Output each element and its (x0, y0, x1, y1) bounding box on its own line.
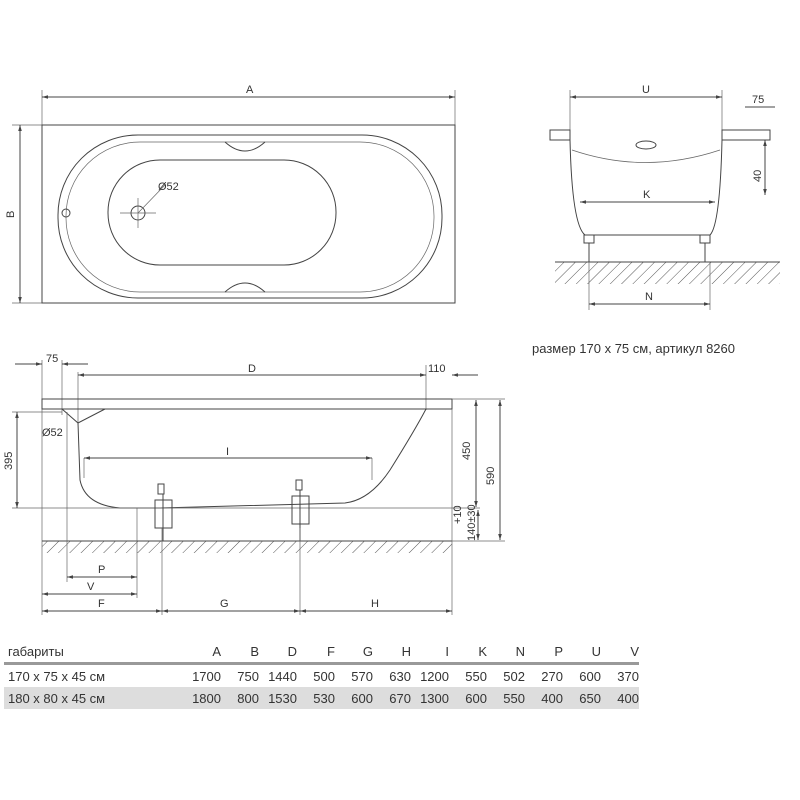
value-cell: 1440 (268, 668, 297, 684)
size-cell: 180 x 80 x 45 см (4, 687, 183, 709)
size-cell: 170 x 75 x 45 см (8, 668, 106, 684)
floor-hatch (555, 262, 780, 284)
column-header: I (411, 640, 449, 665)
value-cell: 800 (221, 687, 259, 709)
dim-u-label: U (642, 84, 650, 96)
value-cell: 502 (503, 668, 525, 684)
bathtub-drawing: A B Ø52 U 75 40 K N (3, 84, 780, 615)
value-cell: 570 (351, 668, 373, 684)
dim-140-label: 140±30 (466, 504, 478, 541)
value-cell: 500 (313, 668, 335, 684)
dim-n-label: N (645, 291, 653, 303)
value-cell: 600 (449, 687, 487, 709)
column-header: B (221, 640, 259, 665)
dim-plus10-label: +10 (452, 505, 464, 524)
top-view: A B Ø52 (5, 84, 456, 304)
value-cell: 400 (601, 687, 639, 709)
model-caption: размер 170 x 75 см, артикул 8260 (532, 341, 735, 356)
dim-40-label: 40 (752, 170, 764, 182)
column-header: K (449, 640, 487, 665)
dim-h-label: H (371, 598, 379, 610)
value-cell: 1200 (420, 668, 449, 684)
dim-b-label: B (5, 211, 17, 218)
dim-v-label: V (87, 581, 95, 593)
dim-p-label: P (98, 564, 105, 576)
column-header: P (525, 640, 563, 665)
side-view: 75 D 110 Ø52 395 I 450 590 140±30 +10 (3, 353, 505, 615)
dim-f-label: F (98, 598, 105, 610)
support-leg (154, 483, 173, 541)
dim-a-label: A (246, 84, 254, 96)
overflow-icon (61, 208, 71, 218)
value-cell: 600 (335, 687, 373, 709)
value-cell: 400 (525, 687, 563, 709)
value-cell: 1700 (192, 668, 221, 684)
dim-g-label: G (220, 598, 229, 610)
value-cell: 1800 (183, 687, 221, 709)
end-view: U 75 40 K N (549, 84, 780, 310)
value-cell: 550 (465, 668, 487, 684)
value-cell: 370 (617, 668, 639, 684)
dim-75-label: 75 (46, 353, 58, 365)
column-header: D (259, 640, 297, 665)
value-cell: 600 (579, 668, 601, 684)
drain-diameter-label: Ø52 (158, 181, 179, 193)
floor-hatch (42, 541, 452, 553)
value-cell: 750 (237, 668, 259, 684)
value-cell: 670 (373, 687, 411, 709)
dim-110-label: 110 (428, 363, 446, 375)
value-cell: 650 (563, 687, 601, 709)
column-header: U (563, 640, 601, 665)
dim-75-label: 75 (752, 94, 764, 106)
value-cell: 630 (389, 668, 411, 684)
value-cell: 1300 (411, 687, 449, 709)
drain-diameter-label: Ø52 (42, 427, 63, 439)
column-header: H (373, 640, 411, 665)
column-header: F (297, 640, 335, 665)
dim-590-label: 590 (485, 467, 497, 485)
support-leg (291, 479, 310, 541)
drain-icon (635, 140, 657, 150)
dim-395-label: 395 (3, 452, 15, 470)
value-cell: 270 (541, 668, 563, 684)
header-label: габариты (4, 640, 183, 665)
dim-d-label: D (248, 363, 256, 375)
value-cell: 550 (487, 687, 525, 709)
value-cell: 530 (297, 687, 335, 709)
dim-450-label: 450 (461, 442, 473, 460)
dim-k-label: K (643, 189, 651, 201)
column-header: V (601, 640, 639, 665)
column-header: N (487, 640, 525, 665)
dim-i-label: I (226, 446, 229, 458)
column-header: G (335, 640, 373, 665)
value-cell: 1530 (259, 687, 297, 709)
column-header: A (183, 640, 221, 665)
table-row: 170 x 75 x 45 см 1700 750 1440 500 570 630 1200… (4, 664, 639, 688)
